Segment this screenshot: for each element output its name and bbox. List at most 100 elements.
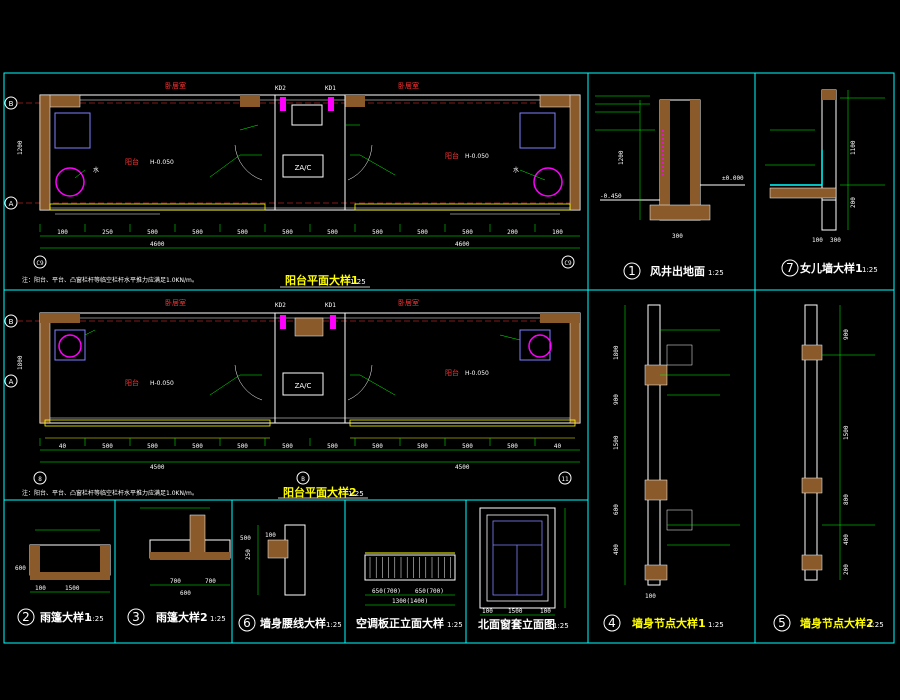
plan2-dim-6: 500 [327, 443, 338, 450]
plan1-title: 阳台平面大样1 [285, 273, 359, 287]
grid-bottom-right-2: 11 [561, 476, 569, 483]
detail-7-scale: 1:25 [862, 266, 878, 274]
central-shaft-2 [274, 312, 346, 424]
shaft-wall-hatch-l [660, 100, 670, 220]
plan2-dim-3: 500 [192, 443, 203, 450]
detail-7-num: 7 [786, 261, 794, 275]
roof-slab [769, 187, 837, 199]
detail-ac-scale: 1:25 [447, 621, 463, 629]
plan2-dim-4: 500 [237, 443, 248, 450]
column-hatch-m1 [240, 95, 260, 107]
plan2-dim-7: 500 [372, 443, 383, 450]
detail-fengjing: 1200 300 -0.450 ±0.000 1 风井出地面 1:25 [595, 95, 745, 280]
plan1-dim-6: 500 [327, 229, 338, 236]
center-label-box-2 [282, 372, 324, 396]
grid-bottom-left-2: 8 [38, 476, 42, 483]
node2-wall [804, 304, 818, 581]
detail-4-bubble [603, 614, 621, 632]
detail-7-title: 女儿墙大样1 [800, 261, 863, 275]
detail-6-num: 6 [243, 616, 251, 630]
plan2-dim-8: 500 [417, 443, 428, 450]
detail-4-title: 墙身节点大样1 [632, 616, 706, 630]
room-label-left-2: 卧居室 [165, 298, 186, 307]
room-label-left: 卧居室 [165, 81, 186, 90]
detail-yupeng2: 700 700 600 3 雨篷大样2 1:25 [127, 507, 231, 626]
nvqiang-dim-1: 100 [812, 237, 823, 244]
washer-fixture-left [54, 112, 91, 149]
window-dim-1: 100 [482, 608, 493, 615]
level-left: H-0.050 [150, 159, 174, 166]
node1-leaders [660, 329, 740, 546]
detail-1-title: 风井出地面 [650, 264, 705, 278]
balcony-plan-1: B A ZA/C KD2 KD1 水 水 [4, 81, 581, 288]
yupeng1-hatch-r [100, 545, 110, 580]
wall-hatch-right [569, 94, 581, 211]
detail-1-scale: 1:25 [708, 269, 724, 277]
nvqiang-leaders [765, 97, 885, 186]
node1-dim-5: 400 [613, 544, 620, 555]
window-frame-outer [479, 507, 556, 609]
node1-dim-1: 1800 [613, 345, 620, 360]
shaft-base [649, 204, 711, 221]
grid-label-b: B [9, 100, 14, 108]
window-dim-3: 100 [540, 608, 551, 615]
grid-bubble-bottom-mid-2 [296, 471, 310, 485]
detail-3-scale: 1:25 [210, 615, 226, 623]
plan1-dim-3: 500 [192, 229, 203, 236]
nvqiang-dim-4: 300 [830, 237, 841, 244]
detail-ac-title: 空调板正立面大样 [356, 616, 444, 630]
door-swing-left-2 [234, 364, 263, 401]
floor-drain-right [533, 167, 563, 197]
grid-label-a2: A [9, 378, 14, 386]
detail-4-num: 4 [608, 616, 616, 630]
detail-2-num: 2 [22, 610, 30, 624]
column-mark-3 [280, 315, 286, 329]
grid-bubble-bottom-left-2 [33, 471, 47, 485]
detail-window-scale: 1:25 [553, 622, 569, 630]
leaders-plan2 [84, 329, 521, 396]
plan1-scale: 1:25 [350, 278, 366, 286]
yupeng2-dim-2: 700 [205, 578, 216, 585]
balcony-label-right-2: 阳台 [445, 368, 459, 377]
node2-dim-3: 800 [843, 494, 850, 505]
washer-fixture-right [519, 112, 556, 149]
rail-left [49, 203, 266, 211]
fixture-label-left: 水 [93, 166, 99, 174]
ac-board-outline [364, 554, 456, 581]
rail-right-2 [349, 419, 576, 427]
node1-slab-2 [644, 479, 668, 501]
fengjing-dim-3: -0.450 [600, 193, 622, 200]
shaft-box [291, 104, 323, 126]
door-tag-right-2: KD1 [325, 302, 336, 309]
room-label-right-2: 卧居室 [398, 298, 419, 307]
node2-slab-3 [801, 554, 823, 571]
plan2-dim-1: 500 [102, 443, 113, 450]
wall-hatch-left [39, 94, 51, 211]
washer-fixture-right-2 [519, 329, 551, 361]
plan1-dim-4: 500 [237, 229, 248, 236]
door-tag-right: KD1 [325, 85, 336, 92]
grid-bubble-bottom-left [33, 255, 47, 269]
column-hatch-tr-2 [540, 313, 580, 323]
ac-dim-2: 650(700) [415, 588, 444, 595]
total-dim-left: 4600 [150, 241, 165, 248]
detail-window-title: 北面窗套立面图 [478, 617, 555, 631]
detail-2-title: 雨篷大样1 [40, 610, 92, 624]
fengjing-dim-4: ±0.000 [722, 175, 744, 182]
yaoxian-wall [284, 524, 306, 596]
balcony-plan-2: B A ZA/C KD2 KD1 卧居室 卧居室 阳台 阳台 H-0.050 H… [4, 298, 581, 499]
detail-chuangtao: 100 1500 100 北面窗套立面图 1:25 [478, 507, 569, 631]
door-swing-left [234, 144, 263, 181]
node1-dim-3: 1500 [613, 435, 620, 450]
outer-frame [3, 72, 895, 644]
detail-2-scale: 1:25 [88, 615, 104, 623]
node1-wall [647, 304, 661, 586]
wall-hatch-right-2 [569, 312, 581, 424]
detail-node1: 1800 900 1500 600 400 100 4 墙身节点大样1 1:25 [603, 304, 740, 632]
balcony-label-left-2: 阳台 [125, 378, 139, 387]
plan1-dim-10: 200 [507, 229, 518, 236]
rail-right [354, 203, 571, 211]
grid-bottom-left: C9 [36, 260, 44, 267]
